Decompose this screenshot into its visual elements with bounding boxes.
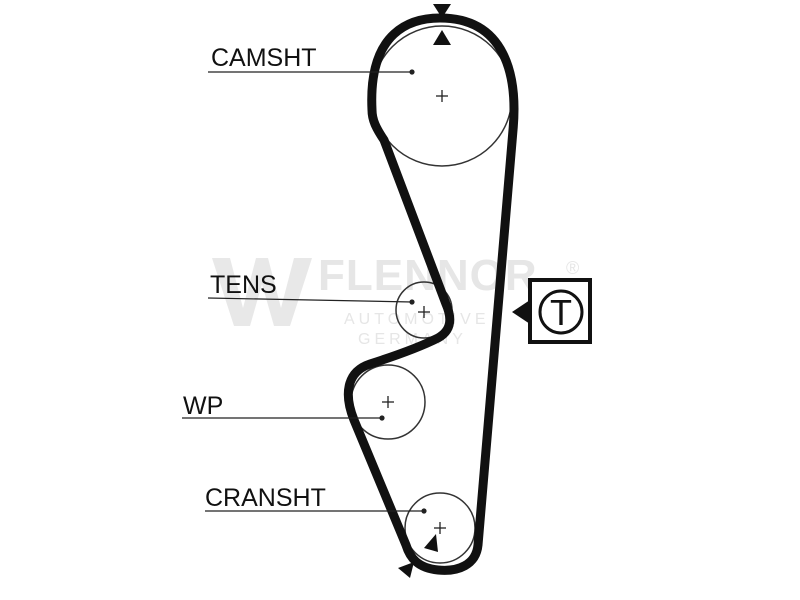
tensioner-label: TENS [210, 271, 277, 299]
timing-marker-letter: T [550, 292, 572, 333]
triangle-left-icon [512, 300, 530, 324]
water-pump-label: WP [183, 392, 223, 420]
timing-marker-circle [538, 289, 584, 335]
camshaft-label: CAMSHT [211, 44, 317, 72]
crankshaft-leader [205, 508, 427, 514]
camshaft-leader [208, 69, 415, 75]
crankshaft-center-mark [434, 522, 446, 534]
camshaft-center-mark [436, 90, 448, 102]
watermark-line1: AUTOMOTIVE [344, 311, 490, 328]
timing-marker: T [512, 278, 592, 344]
camshaft-alignment-mark-outer-icon [433, 4, 451, 18]
watermark-logo [212, 258, 312, 326]
crankshaft-label: CRANSHT [205, 484, 326, 512]
water-pump-leader [182, 415, 385, 421]
water-pump-center-mark [382, 396, 394, 408]
timing-belt [343, 13, 519, 575]
tensioner-center-mark [418, 306, 430, 318]
watermark-registered: ® [566, 258, 579, 278]
crankshaft-alignment-mark-inner-icon [424, 534, 438, 552]
camshaft-alignment-mark-inner-icon [433, 30, 451, 45]
tensioner-leader [207, 297, 415, 305]
crankshaft-alignment-mark-outer-icon [398, 562, 414, 578]
